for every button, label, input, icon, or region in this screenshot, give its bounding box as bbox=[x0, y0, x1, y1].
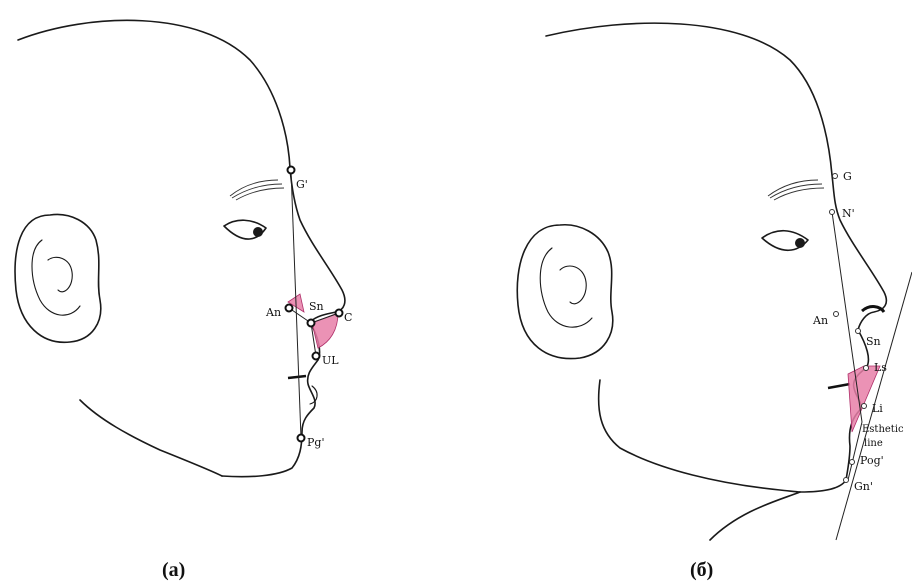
panel-b: G N' An Sn Ls Li Esthetic line Pog' Gn' … bbox=[517, 23, 912, 581]
label-li: Li bbox=[872, 402, 883, 415]
label-pg-prime-a: Pg' bbox=[307, 436, 324, 449]
iris-b bbox=[795, 238, 805, 248]
lip-highlight-b bbox=[848, 366, 880, 432]
label-g-prime: G' bbox=[296, 178, 308, 191]
label-ls: Ls bbox=[874, 361, 887, 374]
mouth-b bbox=[828, 384, 850, 388]
label-ul: UL bbox=[322, 354, 339, 367]
point-sn-b bbox=[856, 329, 861, 334]
point-g bbox=[833, 174, 838, 179]
label-gn-prime: Gn' bbox=[854, 480, 873, 493]
mouth-a bbox=[288, 376, 306, 378]
eyebrow-b bbox=[768, 180, 824, 200]
head-outline-b bbox=[546, 23, 886, 492]
label-g: G bbox=[843, 170, 852, 183]
nostril-b bbox=[862, 307, 884, 312]
label-esthetic-1: Esthetic bbox=[862, 424, 904, 435]
label-an-a: An bbox=[265, 306, 281, 319]
head-outline-a bbox=[18, 20, 345, 476]
label-esthetic-2: line bbox=[864, 438, 883, 449]
jaw-line-a bbox=[80, 400, 222, 476]
iris-a bbox=[253, 227, 263, 237]
point-gn-prime bbox=[844, 478, 849, 483]
label-sn-b: Sn bbox=[866, 335, 881, 348]
point-an-a bbox=[286, 305, 293, 312]
ear-outline-a bbox=[15, 214, 101, 342]
label-n-prime: N' bbox=[842, 207, 855, 220]
neck-line-b bbox=[710, 492, 800, 540]
label-an-b: An bbox=[812, 314, 828, 327]
label-c: C bbox=[344, 311, 352, 324]
caption-b: (б) bbox=[690, 559, 713, 581]
ear-inner-b bbox=[540, 248, 592, 327]
jaw-line-b bbox=[599, 380, 800, 492]
ear-outline-b bbox=[517, 225, 612, 359]
point-pog-prime bbox=[850, 460, 855, 465]
label-sn-a: Sn bbox=[309, 300, 324, 313]
label-pog-prime: Pog' bbox=[860, 454, 884, 467]
ear-inner-a bbox=[32, 240, 80, 315]
point-c bbox=[336, 310, 343, 317]
caption-a: (а) bbox=[162, 559, 185, 581]
point-n-prime bbox=[830, 210, 835, 215]
point-ul bbox=[313, 353, 320, 360]
point-ls bbox=[864, 366, 869, 371]
point-li bbox=[862, 404, 867, 409]
panel-a: G' An Sn C UL Pg' (а) bbox=[15, 20, 352, 581]
point-g-prime bbox=[288, 167, 295, 174]
point-pg-prime-a bbox=[298, 435, 305, 442]
vertical-reference-line-b bbox=[832, 212, 862, 422]
eyebrow-a bbox=[230, 180, 284, 200]
point-an-b bbox=[834, 312, 839, 317]
point-sn-a bbox=[308, 320, 315, 327]
